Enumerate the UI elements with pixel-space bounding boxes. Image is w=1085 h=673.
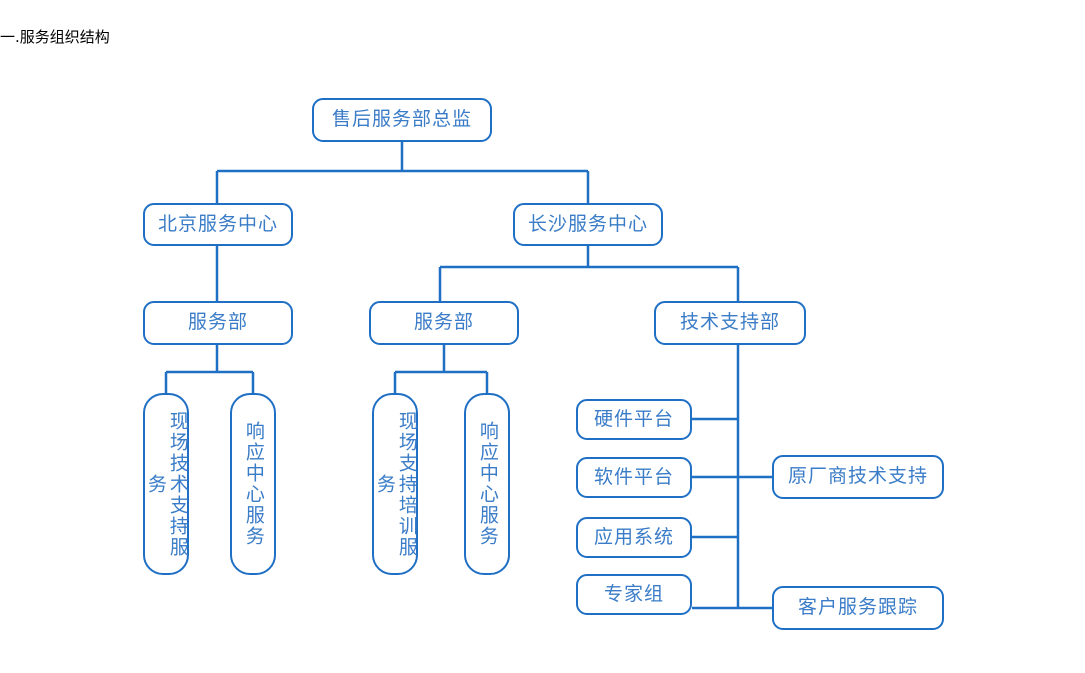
node-oem-technical-support[interactable]: 原厂商技术支持 — [772, 455, 944, 499]
node-changsha-service-center[interactable]: 长沙服务中心 — [513, 203, 663, 246]
node-hardware-platform[interactable]: 硬件平台 — [576, 399, 692, 440]
node-customer-service-tracking[interactable]: 客户服务跟踪 — [772, 586, 944, 630]
node-beijing-service-center[interactable]: 北京服务中心 — [143, 203, 293, 246]
node-technical-support-dept[interactable]: 技术支持部 — [654, 301, 806, 345]
node-beijing-service-dept[interactable]: 服务部 — [143, 301, 293, 345]
node-changsha-service-dept[interactable]: 服务部 — [369, 301, 519, 345]
node-expert-group[interactable]: 专家组 — [576, 574, 692, 615]
node-cs-onsite-support-training-service[interactable]: 现场支持培训服务 — [372, 393, 418, 575]
node-director[interactable]: 售后服务部总监 — [312, 98, 492, 142]
page-title: 一.服务组织结构 — [0, 28, 110, 46]
node-bj-response-center-service[interactable]: 响应中心服务 — [230, 393, 276, 575]
node-bj-onsite-technical-support-service[interactable]: 现场技术支持服务 — [143, 393, 189, 575]
node-application-system[interactable]: 应用系统 — [576, 517, 692, 558]
node-cs-response-center-service[interactable]: 响应中心服务 — [464, 393, 510, 575]
node-software-platform[interactable]: 软件平台 — [576, 457, 692, 498]
